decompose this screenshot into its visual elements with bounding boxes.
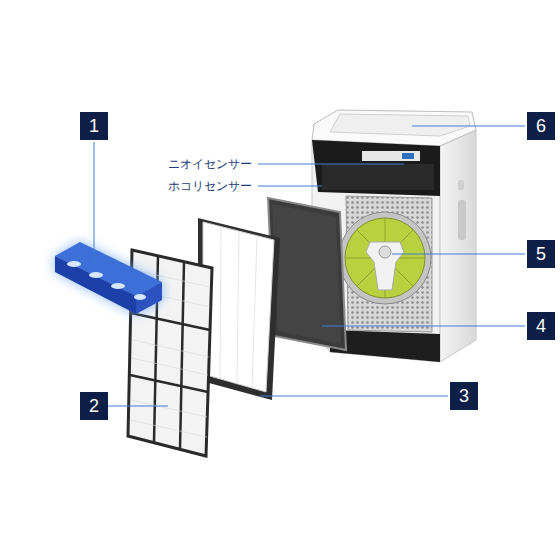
callout-box: 5: [527, 240, 555, 268]
callout-box: 4: [527, 312, 555, 340]
deodorising-filter: [268, 198, 346, 350]
callout-box: 1: [80, 112, 108, 140]
callout-box: 6: [527, 112, 555, 140]
leader-lines: [94, 126, 525, 406]
sensor-label: ホコリセンサー: [166, 179, 254, 194]
callout-number: 2: [89, 396, 99, 416]
callout-number: 6: [536, 116, 546, 136]
callout-number: 4: [536, 316, 546, 336]
callout-box: 3: [450, 382, 478, 410]
callout-number: 5: [536, 244, 546, 264]
callout-number: 1: [89, 116, 99, 136]
ion-unit: [55, 242, 162, 314]
callout-number: 3: [459, 386, 469, 406]
sensor-label: ニオイセンサー: [166, 157, 254, 172]
callout-box: 2: [80, 392, 108, 420]
